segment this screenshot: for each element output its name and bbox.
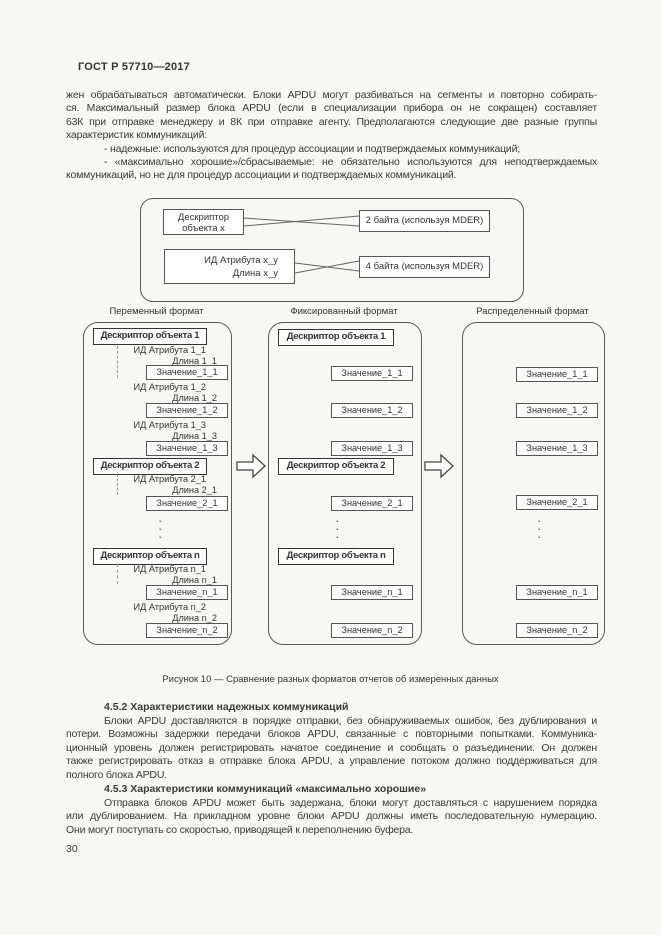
right-arrow-icon bbox=[424, 453, 454, 479]
page-header: ГОСТ Р 57710—2017 bbox=[78, 61, 190, 73]
value-box: Значение_n_1 bbox=[146, 585, 228, 600]
list-item-line: - «максимально хорошие»/сбрасываемые: не… bbox=[104, 156, 597, 168]
attr-length-label: Длина n_2 bbox=[172, 613, 217, 623]
page-number: 30 bbox=[66, 843, 78, 855]
descriptor-box: Дескриптор объекта n bbox=[93, 548, 207, 565]
body-line: ся. Максимальный размер блока APDU (если… bbox=[66, 102, 597, 114]
attr-id-label: ИД Атрибута n_1 bbox=[133, 564, 206, 574]
body-line: потери. Возможны задержки передачи блоко… bbox=[66, 728, 597, 740]
descriptor-box: Дескриптор объекта 1 bbox=[93, 328, 207, 345]
value-box: Значение_1_1 bbox=[516, 367, 598, 382]
ellipsis bbox=[158, 517, 164, 541]
attr-length-label: Длина 1_1 bbox=[172, 356, 217, 366]
ellipsis bbox=[335, 517, 341, 541]
value-box: Значение_1_3 bbox=[516, 441, 598, 456]
descriptor-box: Дескриптор объекта 2 bbox=[93, 458, 207, 475]
body-line: ционный уровень должен регистрировать на… bbox=[66, 742, 597, 754]
attr-id-line: ИД Атрибута x_y bbox=[204, 255, 278, 266]
body-line: Отправка блоков APDU может быть задержан… bbox=[104, 797, 597, 809]
attr-id-label: ИД Атрибута 1_3 bbox=[133, 420, 206, 430]
descriptor-box: Дескриптор объекта n bbox=[278, 548, 394, 565]
body-line: Они могут поступать со скоростью, привод… bbox=[66, 824, 414, 836]
dashed-guide-line bbox=[117, 346, 118, 378]
attr-length-label: Длина 1_3 bbox=[172, 431, 217, 441]
bytes2-box: 2 байта (используя MDER) bbox=[359, 210, 490, 232]
value-box: Значение_2_1 bbox=[331, 496, 413, 511]
figure-column-variable: Дескриптор объекта 1 ИД Атрибута 1_1 Дли… bbox=[83, 322, 232, 645]
value-box: Значение_1_3 bbox=[146, 441, 228, 456]
attr-id-label: ИД Атрибута 2_1 bbox=[133, 474, 206, 484]
body-line: 63К при отправке менеджеру и 8К при отпр… bbox=[66, 116, 597, 128]
body-line: также регистрировать отказ в отправке бл… bbox=[66, 755, 597, 767]
value-box: Значение_n_1 bbox=[516, 585, 598, 600]
attr-length-label: Длина 2_1 bbox=[172, 485, 217, 495]
dashed-guide-line bbox=[117, 474, 118, 495]
attr-id-label: ИД Атрибута n_2 bbox=[133, 602, 206, 612]
value-box: Значение_1_2 bbox=[331, 403, 413, 418]
body-line: полного блока APDU. bbox=[66, 769, 167, 781]
right-arrow-icon bbox=[236, 453, 266, 479]
descriptor-box: Дескриптор объекта 2 bbox=[278, 458, 394, 475]
descriptor-x-box: Дескриптор объекта x bbox=[163, 209, 244, 235]
attr-xy-box: ИД Атрибута x_y Длина x_y bbox=[164, 249, 295, 284]
list-item-line: - надежные: используются для процедур ас… bbox=[104, 143, 520, 155]
section-heading: 4.5.3 Характеристики коммуникаций «макси… bbox=[104, 783, 427, 795]
dashed-guide-line bbox=[117, 564, 118, 584]
column-title-fixed: Фиксированный формат bbox=[290, 306, 398, 317]
ellipsis bbox=[537, 517, 543, 541]
connector-lines-icon bbox=[243, 215, 360, 274]
attr-id-label: ИД Атрибута 1_2 bbox=[133, 382, 206, 392]
body-line: коммуникаций, но не для процедур ассоциа… bbox=[66, 169, 457, 181]
attr-id-label: ИД Атрибута 1_1 bbox=[133, 345, 206, 355]
value-box: Значение_1_1 bbox=[331, 366, 413, 381]
figure-mder-encoding: Дескриптор объекта x 2 байта (используя … bbox=[140, 198, 524, 302]
attr-length-label: Длина n_1 bbox=[172, 575, 217, 585]
column-title-distributed: Распределенный формат bbox=[476, 306, 589, 317]
column-title-variable: Переменный формат bbox=[109, 306, 204, 317]
value-box: Значение_2_1 bbox=[516, 495, 598, 510]
value-box: Значение_2_1 bbox=[146, 496, 228, 511]
figure-column-fixed: Дескриптор объекта 1 Значение_1_1 Значен… bbox=[268, 322, 422, 645]
value-box: Значение_n_2 bbox=[516, 623, 598, 638]
value-box: Значение_n_1 bbox=[331, 585, 413, 600]
value-box: Значение_1_2 bbox=[146, 403, 228, 418]
body-line: характеристик коммуникаций: bbox=[66, 129, 207, 141]
figure-caption: Рисунок 10 — Сравнение разных форматов о… bbox=[162, 674, 499, 685]
value-box: Значение_n_2 bbox=[331, 623, 413, 638]
descriptor-box: Дескриптор объекта 1 bbox=[278, 329, 394, 346]
body-line: Блоки APDU доставляются в порядке отправ… bbox=[104, 715, 597, 727]
value-box: Значение_1_2 bbox=[516, 403, 598, 418]
body-line: или дублированием. На прикладном уровне … bbox=[66, 810, 597, 822]
value-box: Значение_n_2 bbox=[146, 623, 228, 638]
descriptor-x-line2: объекта x bbox=[182, 223, 225, 234]
bytes4-box: 4 байта (используя MDER) bbox=[359, 256, 490, 278]
attr-length-label: Длина 1_2 bbox=[172, 393, 217, 403]
attr-length-line: Длина x_y bbox=[232, 268, 278, 279]
descriptor-x-line1: Дескриптор bbox=[177, 212, 230, 223]
body-line: жен обрабатываться автоматически. Блоки … bbox=[66, 89, 597, 101]
section-heading: 4.5.2 Характеристики надежных коммуникац… bbox=[104, 701, 349, 713]
figure-column-distributed: Значение_1_1 Значение_1_2 Значение_1_3 З… bbox=[462, 322, 605, 645]
value-box: Значение_1_3 bbox=[331, 441, 413, 456]
value-box: Значение_1_1 bbox=[146, 365, 228, 380]
